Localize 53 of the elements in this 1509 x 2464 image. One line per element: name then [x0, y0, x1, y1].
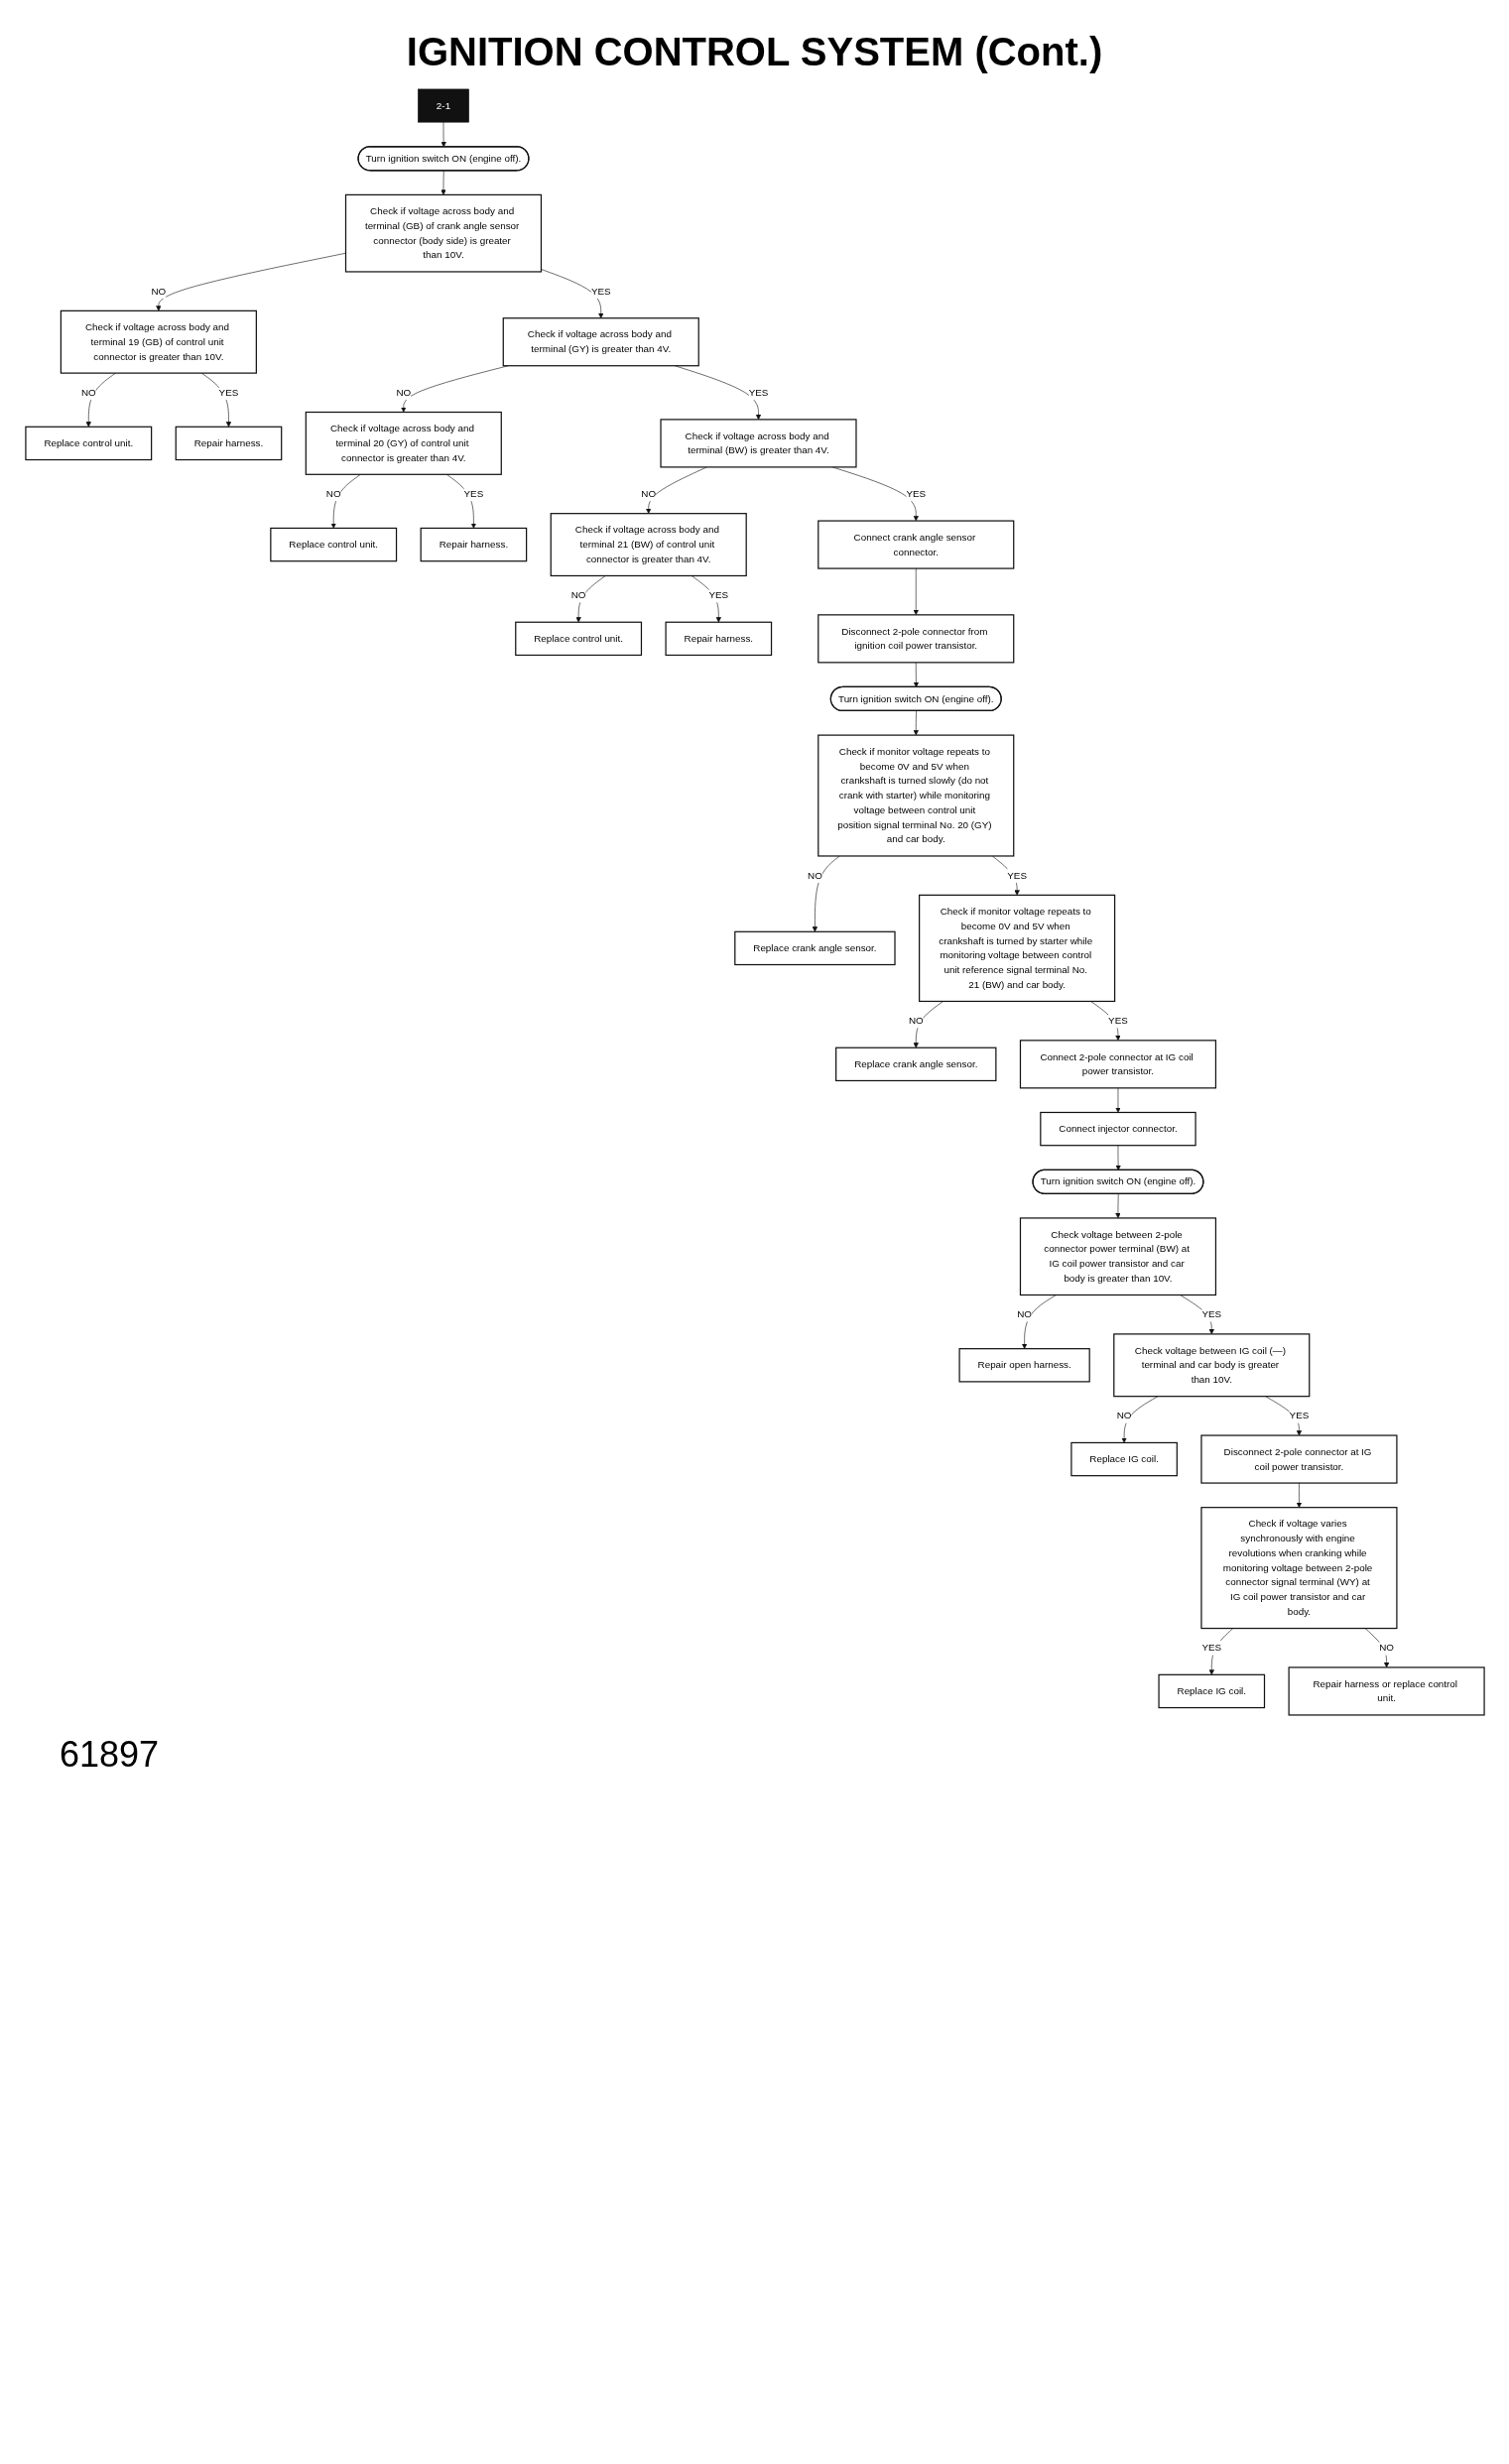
edge-label: NO [325, 488, 341, 499]
node-box: Replace IG coil. [1157, 1673, 1265, 1709]
node-box: 2-1 [417, 88, 469, 123]
node-box: Connect 2-pole connector at IG coil power transistor. [1019, 1040, 1216, 1089]
edge-label: NO [807, 870, 822, 881]
edge-label: YES [218, 387, 238, 398]
node-box: Repair harness. [175, 426, 282, 461]
node-box: Check if voltage across body and terminal (GY) is greater than 4V. [502, 317, 699, 367]
node-box: Check if voltage across body and terminal 20 (GY) of control unit connector is greater than 4V. [305, 411, 502, 475]
node-box: Check if voltage across body and terminal (BW) is greater than 4V. [659, 419, 857, 468]
node-box: Check if voltage across body and terminal 21 (BW) of control unit connector is greater than 4V. [550, 513, 747, 577]
edge-label: NO [1378, 1642, 1394, 1654]
edge-label: YES [1006, 870, 1027, 881]
node-box: Disconnect 2-pole connector from ignition coil power transistor. [817, 614, 1014, 664]
edge-label: YES [590, 286, 611, 297]
node-box: Connect crank angle sensor connector. [817, 520, 1014, 569]
edge-label: NO [570, 589, 585, 601]
edge-label: NO [395, 387, 411, 398]
node-box: Repair harness. [420, 527, 527, 562]
node-box: Check if voltage across body and terminal (GB) of crank angle sensor connector (body side) is greater than 10V. [344, 193, 542, 273]
diagram-title: IGNITION CONTROL SYSTEM (Cont.) [405, 30, 1104, 74]
edge-label: YES [748, 387, 768, 398]
node-box: Replace IG coil. [1069, 1441, 1178, 1477]
edge-label: NO [908, 1015, 924, 1027]
node-box: Check if monitor voltage repeats to become 0V and 5V when crankshaft is turned slowly (do not crank with starter) while monitoring voltage between control unit position signal terminal No. 20 (GY) and car body. [817, 734, 1014, 857]
node-box: Check if voltage varies synchronously with engine revolutions when cranking while monitoring voltage between 2-pole connector signal terminal (WY) at IG coil power transistor and car body. [1199, 1507, 1398, 1630]
edge-label: YES [707, 589, 728, 601]
node-box: Check voltage between 2-pole connector power terminal (BW) at IG coil power transistor and car body is greater than 10V. [1019, 1217, 1216, 1296]
edge-label: YES [1200, 1642, 1221, 1654]
node-box: Repair open harness. [957, 1348, 1090, 1383]
edge-label: NO [640, 488, 656, 499]
edge-label: NO [1116, 1410, 1131, 1421]
node-box: Check if monitor voltage repeats to become 0V and 5V when crankshaft is turned by starter while monitoring voltage between control unit reference signal terminal No. 21 (BW) and car body. [918, 894, 1115, 1003]
edge-label: YES [1107, 1015, 1128, 1027]
node-box: Replace control unit. [269, 527, 397, 562]
edge-label: YES [463, 488, 483, 499]
node-box: Replace control unit. [514, 621, 642, 657]
figure-number: 61897 [60, 1733, 161, 1776]
edge-label: YES [1289, 1410, 1309, 1421]
node-box: Disconnect 2-pole connector at IG coil power transistor. [1199, 1434, 1398, 1484]
node-box: Check if voltage across body and terminal 19 (GB) of control unit connector is greater than 10V. [60, 309, 257, 374]
edge-label: YES [905, 488, 926, 499]
edge-label: YES [1200, 1308, 1221, 1320]
edge-label: NO [1016, 1308, 1032, 1320]
node-box: Repair harness. [664, 621, 772, 657]
node-box: Replace crank angle sensor. [834, 1047, 996, 1082]
edge-label: NO [150, 286, 166, 297]
node-box: Repair harness or replace control unit. [1288, 1666, 1485, 1716]
node-box: Replace control unit. [24, 426, 152, 461]
edge-label: NO [80, 387, 96, 398]
node-box: Replace crank angle sensor. [733, 930, 896, 966]
node-box: Check voltage between IG coil (—) terminal and car body is greater than 10V. [1112, 1333, 1310, 1398]
node-box: Connect injector connector. [1039, 1111, 1196, 1147]
